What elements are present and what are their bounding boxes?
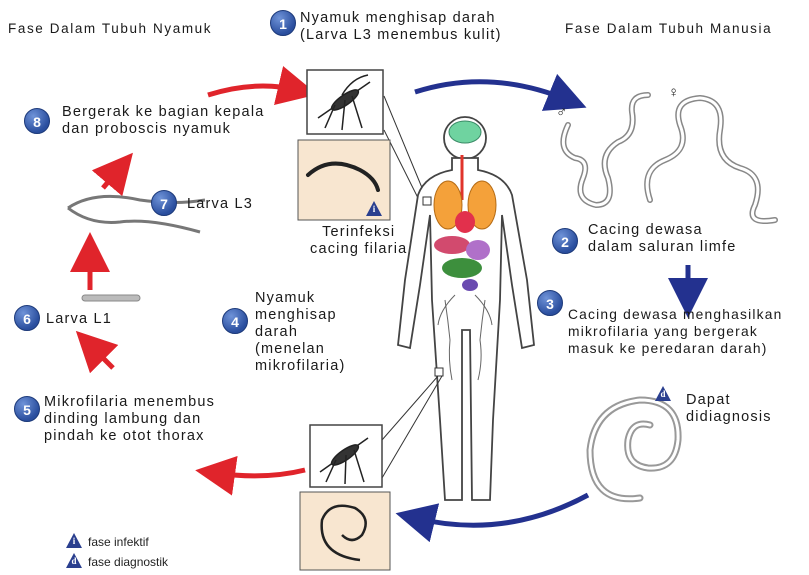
diagnosable-note: Dapat didiagnosis [686,392,772,426]
larva-l1-drawing [82,295,140,301]
red-arrow-5-to-6 [90,345,113,368]
female-symbol: ♀ [668,84,679,101]
step-text-3: Cacing dewasa menghasilkan mikrofilaria … [568,306,783,357]
header-mosquito-phase: Fase Dalam Tubuh Nyamuk [8,20,212,37]
bladder [462,279,478,291]
blue-arrow-1-to-2 [415,82,568,100]
legend-infective-icon: i [66,533,82,548]
infective-triangle-icon: i [366,201,382,216]
male-symbol: ♂ [556,104,567,121]
legend-diagnostic-label: fase diagnostik [88,555,168,569]
step-badge-7: 7 [151,190,177,216]
heart [455,211,475,233]
larva-l3-drawing [68,196,205,232]
step-text-5: Mikrofilaria menembus dinding lambung da… [44,394,215,445]
step-badge-4: 4 [222,308,248,334]
diagnostic-triangle-icon: d [655,386,671,401]
header-human-phase: Fase Dalam Tubuh Manusia [565,20,772,37]
red-arrow-l3-to-8 [103,168,120,188]
infected-note: Terinfeksi cacing filaria [310,224,407,258]
step-text-7: Larva L3 [187,196,253,213]
step-badge-3: 3 [537,290,563,316]
liver [434,236,470,254]
human-body [398,117,534,500]
bite-site-marker-lower [435,368,443,376]
legend-infective-label: fase infektif [88,535,149,549]
brain [449,121,481,143]
female-worm-outline [647,98,775,221]
step-text-6: Larva L1 [46,311,112,328]
microfilaria-panel [300,492,390,570]
bite-site-marker-upper [423,197,431,205]
step-badge-1: 1 [270,10,296,36]
step-text-1: Nyamuk menghisap darah (Larva L3 menembu… [300,10,502,44]
step-badge-8: 8 [24,108,50,134]
intestines [442,258,482,278]
step-text-4: Nyamuk menghisap darah (menelan mikrofil… [255,290,346,375]
step-text-8: Bergerak ke bagian kepala dan proboscis … [62,104,265,138]
stomach [466,240,490,260]
step-text-2: Cacing dewasa dalam saluran limfe [588,222,737,256]
red-arrow-to-mosquito-top [208,86,298,95]
step-badge-2: 2 [552,228,578,254]
blue-arrow-to-mosquito-bottom [415,495,588,525]
red-arrow-mosquito-to-5 [215,470,305,476]
legend-diagnostic-icon: d [66,553,82,568]
step-badge-5: 5 [14,396,40,422]
step-badge-6: 6 [14,305,40,331]
male-worm [563,95,648,205]
diagnostic-microfilaria-inner [590,400,678,499]
